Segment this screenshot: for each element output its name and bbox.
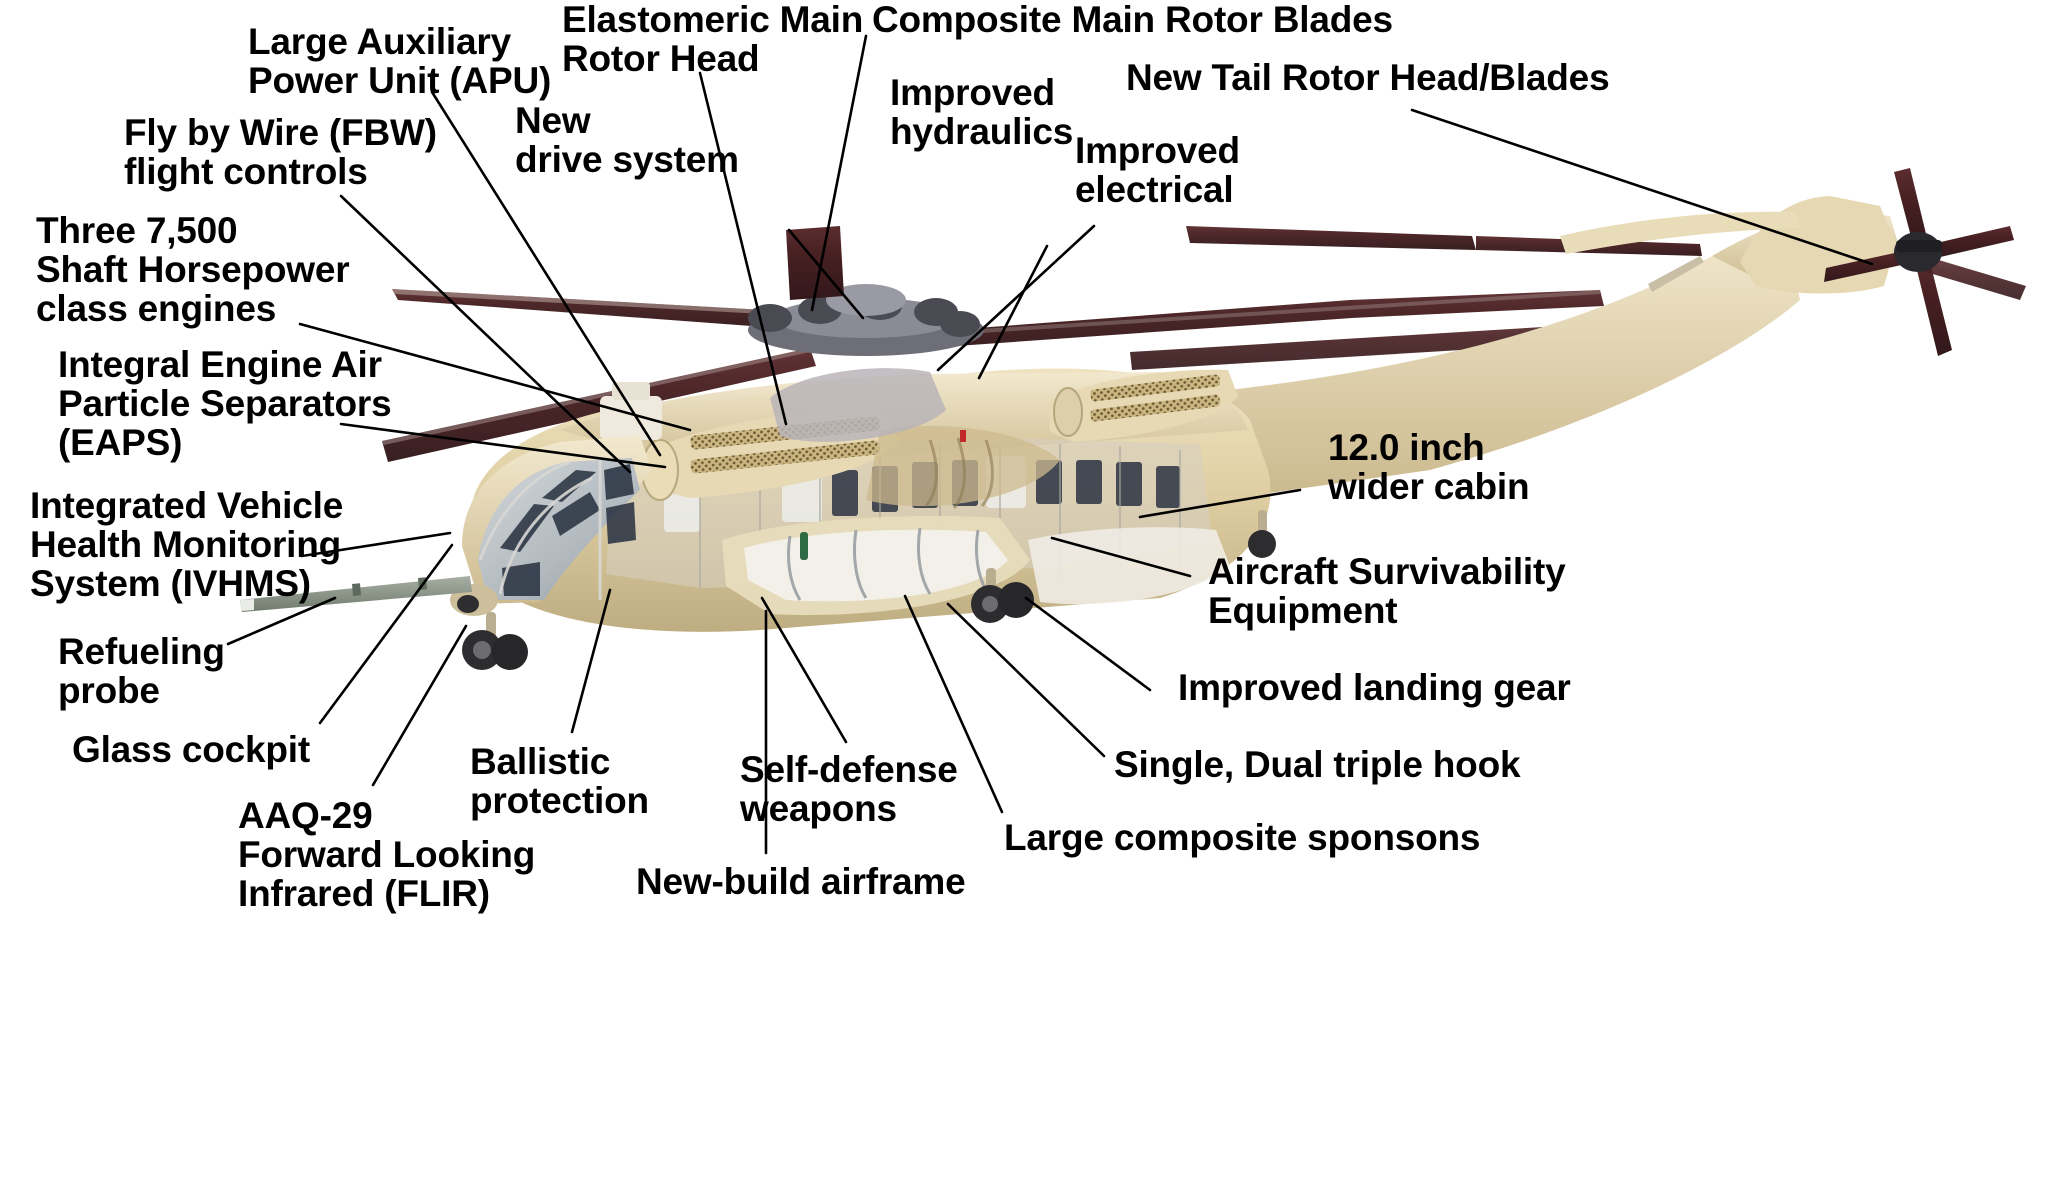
leader-single-dual-triple-hook: [946, 602, 1106, 758]
callout-large-apu: Large Auxiliary Power Unit (APU): [248, 21, 552, 102]
cabin-windows: [832, 460, 1180, 516]
main-rotor-head: [748, 226, 984, 442]
leader-aaq-29-flir: [371, 624, 468, 787]
tail-rotor-blades: [1824, 168, 2026, 356]
callout-new-tail-rotor: New Tail Rotor Head/Blades: [1126, 57, 1610, 98]
callout-new-drive-system: New drive system: [515, 100, 739, 181]
callout-large-composite-sponsons: Large composite sponsons: [1004, 817, 1481, 858]
leader-self-defense-weapons: [760, 596, 848, 744]
fuselage: [470, 368, 1271, 632]
landing-gear: [462, 510, 1276, 670]
callout-improved-hydraulics: Improved hydraulics: [890, 72, 1074, 153]
leader-improved-landing-gear: [1024, 596, 1152, 692]
callout-refueling-probe: Refueling probe: [58, 631, 225, 712]
leader-improved-hydraulics: [977, 244, 1049, 380]
callout-elastomeric-rotor-head: Elastomeric Main Rotor Head: [562, 0, 864, 80]
callout-eaps: Integral Engine Air Particle Separators …: [58, 344, 392, 464]
interior-marker: [960, 430, 966, 442]
tail-boom: [1210, 196, 1900, 500]
callout-three-engines: Three 7,500 Shaft Horsepower class engin…: [36, 210, 350, 330]
engine-nacelles: [600, 369, 1238, 509]
callout-new-build-airframe: New-build airframe: [636, 861, 966, 902]
cockpit-glass-panels: [500, 464, 636, 596]
callout-single-dual-triple-hook: Single, Dual triple hook: [1114, 744, 1521, 785]
leader-aircraft-survivability: [1050, 536, 1192, 578]
callout-improved-landing-gear: Improved landing gear: [1178, 667, 1571, 708]
cockpit: [450, 436, 652, 616]
callout-aircraft-survivability: Aircraft Survivability Equipment: [1208, 551, 1566, 632]
leader-ballistic-protection: [570, 588, 612, 734]
cabin-window-frames: [664, 456, 1026, 532]
callout-fly-by-wire: Fly by Wire (FBW) flight controls: [124, 112, 437, 193]
callout-composite-rotor-blades: Composite Main Rotor Blades: [872, 0, 1393, 40]
leader-new-drive-system: [787, 228, 865, 320]
leader-refueling-probe: [226, 596, 337, 646]
callout-glass-cockpit: Glass cockpit: [72, 729, 311, 770]
callout-aaq-29-flir: AAQ-29 Forward Looking Infrared (FLIR): [238, 795, 536, 915]
callout-improved-electrical: Improved electrical: [1075, 130, 1240, 211]
main-rotor-blades: [382, 226, 1722, 462]
leader-new-tail-rotor: [1410, 108, 1874, 266]
leader-improved-electrical: [936, 224, 1096, 372]
callout-ballistic-protection: Ballistic protection: [470, 741, 649, 822]
callout-ivhms: Integrated Vehicle Health Monitoring Sys…: [30, 485, 344, 605]
leader-wider-cabin: [1138, 488, 1302, 519]
sponsons: [722, 516, 1230, 616]
callout-wider-cabin: 12.0 inch wider cabin: [1328, 427, 1530, 508]
callout-self-defense-weapons: Self-defense weapons: [740, 749, 958, 830]
